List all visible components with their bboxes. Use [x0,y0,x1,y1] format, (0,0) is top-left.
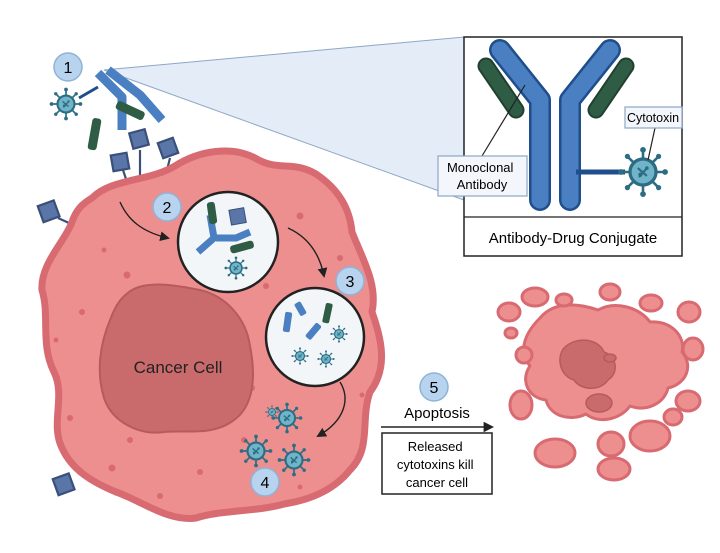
svg-text:3: 3 [346,274,355,291]
step-3-badge: 3 [335,266,365,296]
endosome-vesicle [176,190,280,294]
adc-free [48,66,166,151]
cancer-cell-label: Cancer Cell [134,358,223,377]
monoclonal-pointer [481,84,526,157]
arrow-icon [119,201,170,242]
svg-text:4: 4 [261,475,270,492]
svg-text:1: 1 [64,60,73,77]
adc-caption: Antibody-Drug Conjugate [489,230,657,247]
step-5-badge: 5 [419,372,449,402]
step-1-badge: 1 [53,52,83,82]
monoclonal-label: Monoclonal Antibody [447,160,517,192]
released-text: Released cytotoxins kill cancer cell [397,439,477,490]
arrow-icon [287,227,328,278]
step-4-badge: 4 [250,467,280,497]
cytotoxin-pointer [647,127,656,161]
arrow-icon [316,381,346,437]
apoptosis-label: Apoptosis [404,405,470,422]
monoclonal-label-box [437,155,528,197]
svg-text:2: 2 [163,200,172,217]
lysosome-vesicle [264,286,366,388]
step-2-badge: 2 [152,192,182,222]
nucleus [98,283,254,434]
apoptotic-nucleus-fragments [559,339,617,413]
cytotoxin-label: Cytotoxin [627,111,679,125]
released-box [381,432,493,495]
cytotoxin-label-box [624,106,683,129]
antibody-icon [477,39,635,211]
svg-text:5: 5 [430,380,439,397]
cytotoxin-icon [48,86,84,122]
apoptotic-fragments [496,282,705,482]
cytoplasm-dots [53,212,365,499]
